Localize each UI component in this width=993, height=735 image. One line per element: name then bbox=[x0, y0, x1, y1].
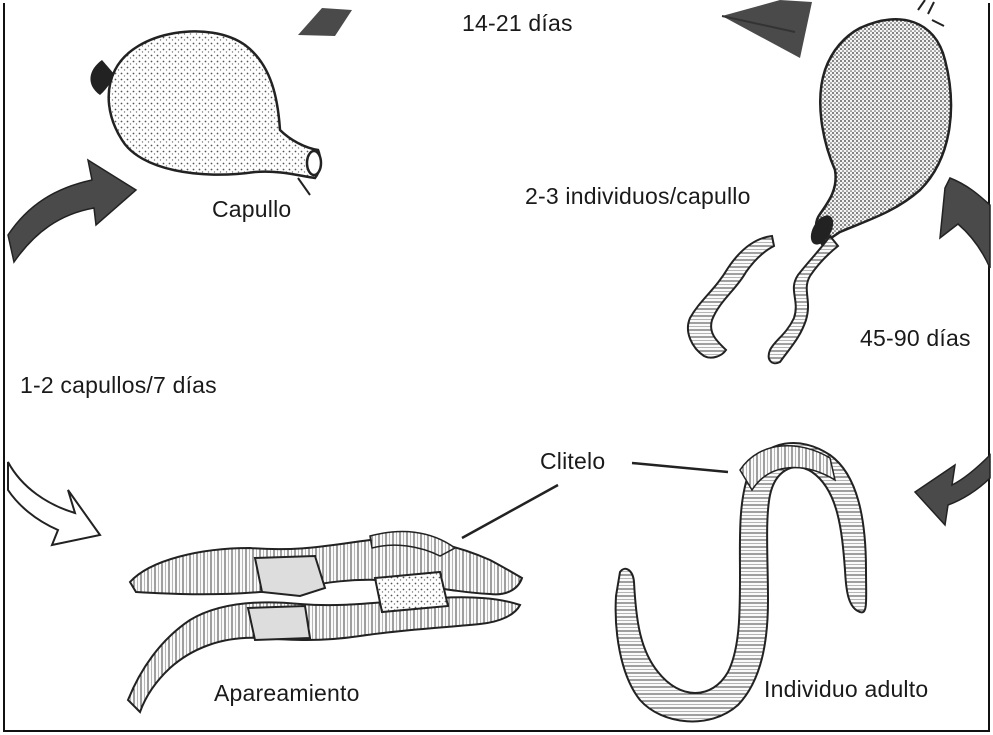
label-clitellum: Clitelo bbox=[540, 448, 605, 475]
label-mating: Apareamiento bbox=[214, 680, 360, 707]
cycle-arrow-icon-right-lower bbox=[915, 455, 990, 525]
cycle-arrow-icon-left-lower bbox=[8, 462, 100, 545]
hatching-cocoon-icon bbox=[806, 0, 951, 248]
label-cocoon: Capullo bbox=[212, 196, 291, 223]
cycle-arrow-icon-top-left bbox=[298, 8, 352, 36]
cycle-arrow-icon-top-right bbox=[722, 0, 812, 58]
label-top-duration: 14-21 días bbox=[462, 10, 573, 37]
cycle-arrow-icon-left-upper bbox=[8, 160, 136, 262]
juvenile-worm-icon bbox=[688, 236, 838, 363]
cycle-arrow-icon-right-upper bbox=[940, 178, 990, 268]
label-growth-duration: 45-90 días bbox=[860, 325, 971, 352]
label-individuals-per-cocoon: 2-3 individuos/capullo bbox=[525, 183, 751, 210]
label-laying-rate: 1-2 capullos/7 días bbox=[20, 372, 217, 399]
cocoon-icon bbox=[90, 31, 321, 195]
label-adult: Individuo adulto bbox=[764, 676, 928, 703]
